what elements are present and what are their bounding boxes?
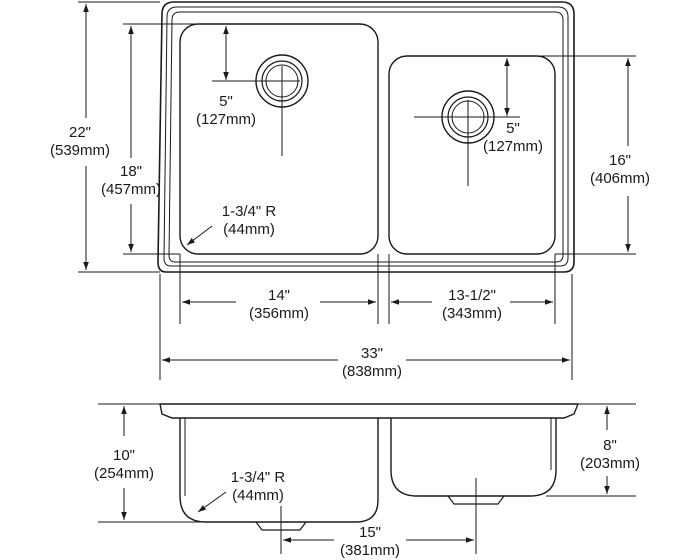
left-drain-offset-metric: (127mm) [196,111,256,128]
left-bowl-width-imperial: 14" [268,287,290,304]
overall-width-dim [159,274,573,380]
right-bowl-height-imperial: 8" [603,437,617,454]
left-drain-offset-imperial: 5" [219,93,233,110]
left-bowl-height-imperial: 10" [113,447,135,464]
drain-spacing-imperial: 15" [359,524,381,541]
right-bowl-height-metric: (203mm) [580,455,640,472]
side-view [98,403,636,554]
overall-width-imperial: 33" [361,345,383,362]
side-flange [159,403,580,419]
right-drain-offset-metric: (127mm) [483,138,543,155]
right-bowl-depth-dim [540,55,636,255]
bowl-width-dims [179,254,556,324]
left-bowl-height-dim [98,403,256,523]
overall-depth-dim [78,1,160,273]
left-bowl-depth-dim [123,23,242,255]
sink-rim-inner-edge-2 [168,11,564,263]
top-corner-radius-metric: (44mm) [223,221,275,238]
side-right-bowl [390,418,557,497]
side-corner-radius-imperial: 1-3/4" R [231,469,286,486]
left-drain [212,54,309,156]
right-bowl-depth-imperial: 16" [609,152,631,169]
top-view [78,1,636,380]
drain-spacing-metric: (381mm) [340,542,400,559]
left-bowl-width-metric: (356mm) [249,305,309,322]
left-bowl-depth-metric: (457mm) [101,181,161,198]
left-bowl-depth-imperial: 18" [120,163,142,180]
sink-rim-inner-edge-1 [163,6,569,267]
top-corner-radius-imperial: 1-3/4" R [222,203,277,220]
right-drain-offset-imperial: 5" [506,120,520,137]
right-bowl-depth-metric: (406mm) [590,170,650,187]
overall-depth-imperial: 22" [69,124,91,141]
right-bowl-width-imperial: 13-1/2" [448,287,496,304]
overall-width-metric: (838mm) [342,363,402,380]
sink-outer-rim [157,1,575,273]
right-bowl-width-metric: (343mm) [442,305,502,322]
side-radius-leader [197,491,227,513]
side-corner-radius-metric: (44mm) [232,487,284,504]
overall-depth-metric: (539mm) [50,142,110,159]
top-radius-leader [186,225,213,246]
left-bowl-height-metric: (254mm) [94,465,154,482]
right-bowl-height-dim [546,403,636,497]
right-drain [414,90,520,186]
left-bowl-outline [179,23,379,255]
right-bowl-outline [388,55,556,255]
